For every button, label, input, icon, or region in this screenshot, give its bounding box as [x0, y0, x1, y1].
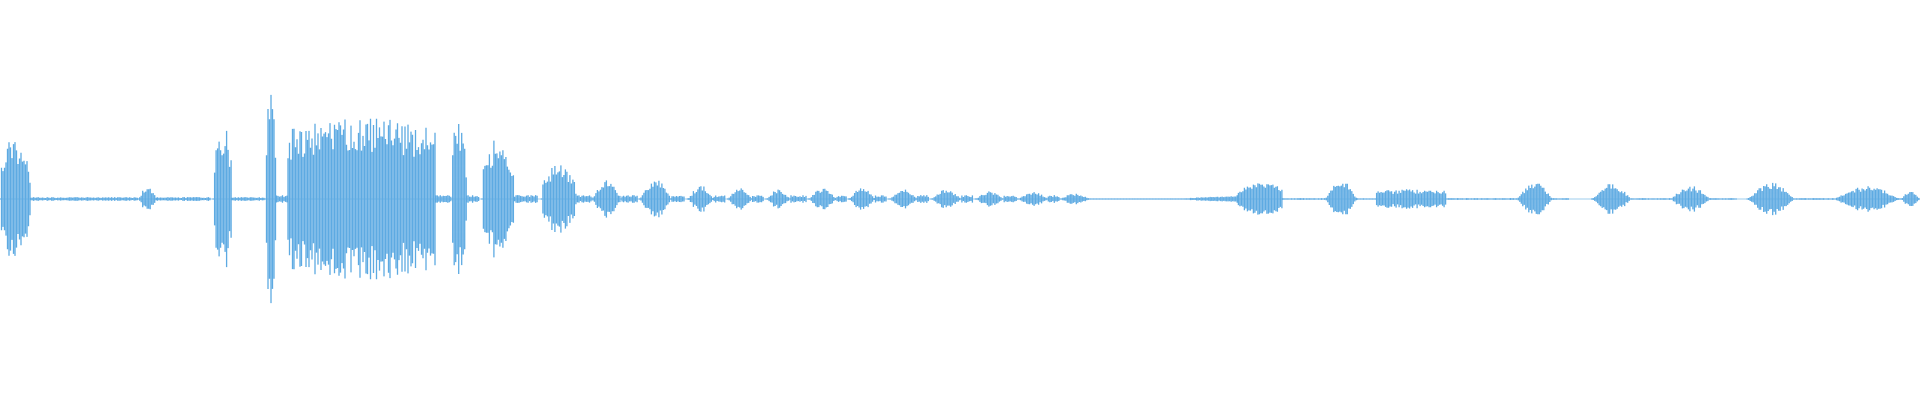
waveform-bars [0, 94, 1920, 304]
waveform-samples [0, 94, 1920, 304]
